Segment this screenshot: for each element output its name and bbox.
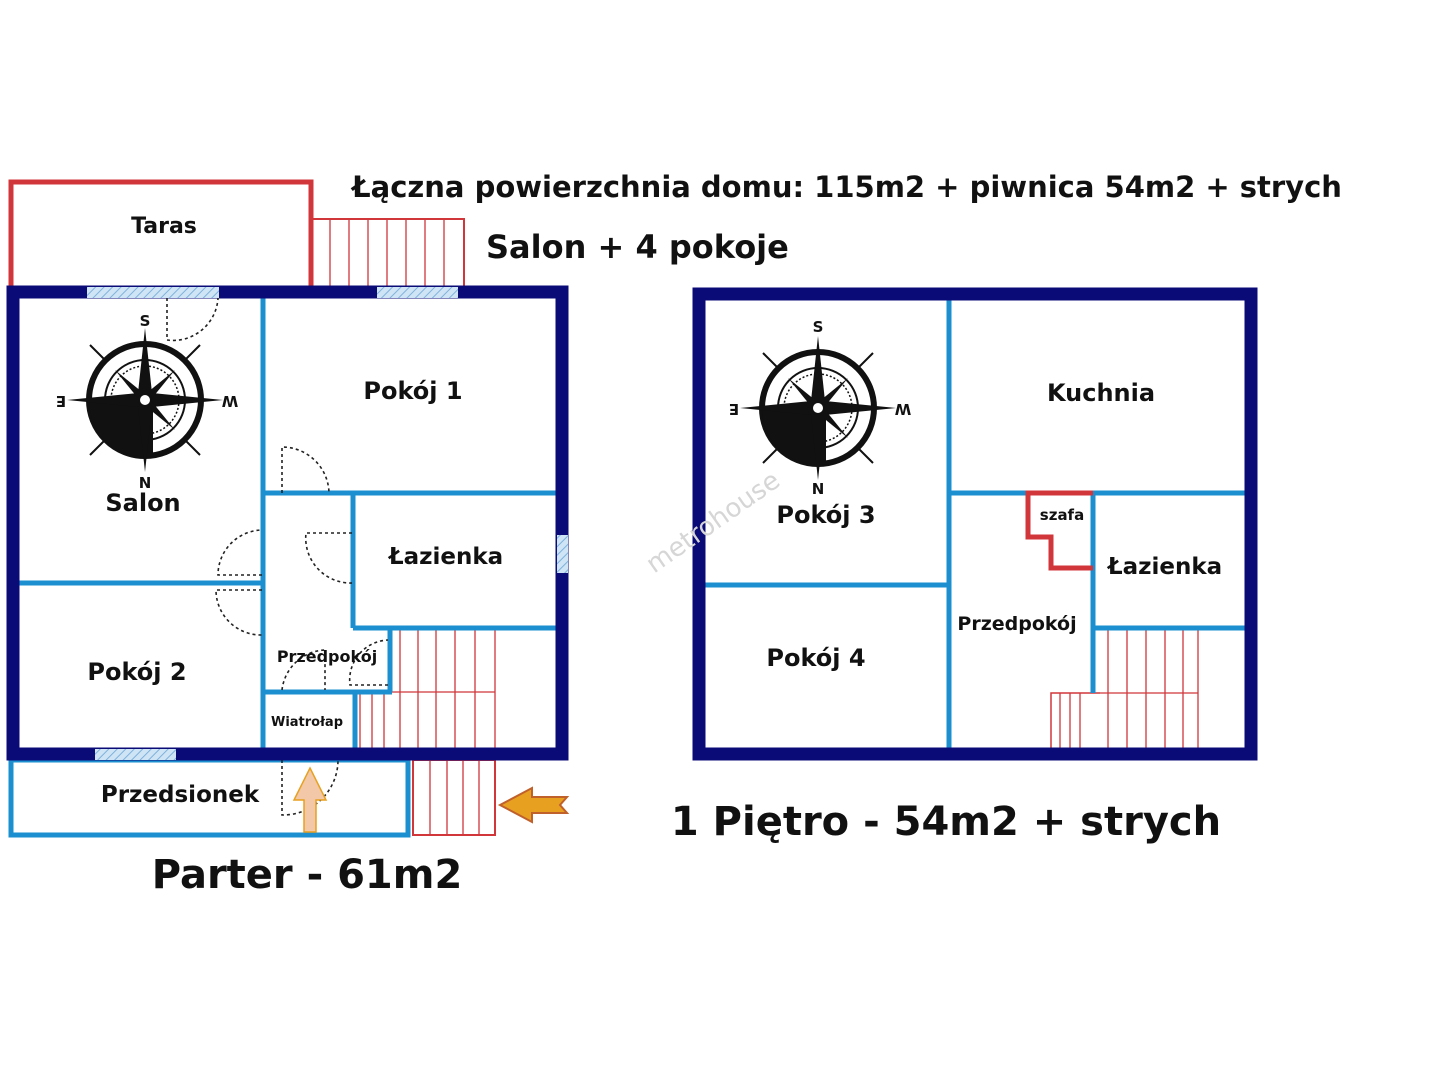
- compass-icon: [740, 336, 896, 480]
- room-label: Kuchnia: [1047, 379, 1155, 407]
- compass-s: S: [140, 312, 151, 330]
- entrance-arrow-icon: [292, 766, 328, 833]
- terrace-stairs: [310, 218, 465, 288]
- door: [281, 446, 330, 494]
- room-label: Pokój 3: [776, 501, 875, 529]
- ground-floor-title: Parter - 61m2: [152, 852, 463, 898]
- interior-stairs: [1050, 630, 1199, 748]
- door: [217, 529, 263, 576]
- compass-e: E: [56, 392, 66, 410]
- room-label: Przedpokój: [957, 613, 1076, 635]
- room-label: Przedsionek: [101, 782, 260, 808]
- entrance-arrow-icon: [497, 786, 570, 824]
- compass-s: S: [813, 318, 824, 336]
- door: [281, 759, 339, 816]
- door: [166, 297, 219, 342]
- room-label: Łazienka: [1106, 554, 1222, 580]
- room-label: Pokój 2: [87, 658, 186, 686]
- first-floor-title: 1 Piętro - 54m2 + strych: [671, 799, 1221, 845]
- compass-e: E: [729, 400, 739, 418]
- total-area-heading: Łączna powierzchnia domu: 115m2 + piwnic…: [350, 170, 1342, 204]
- window: [95, 749, 176, 760]
- room-label: Taras: [131, 214, 197, 239]
- ground-floor-outer-wall: [6, 285, 569, 761]
- door: [215, 589, 263, 636]
- watermark: metrohouse: [641, 466, 786, 580]
- wardrobe-outline: [1025, 490, 1093, 571]
- room-label: szafa: [1040, 506, 1084, 524]
- entrance-stairs: [412, 759, 496, 836]
- room-label: Salon: [105, 489, 180, 517]
- compass-w: W: [221, 392, 238, 410]
- room-label: Pokój 4: [766, 644, 865, 672]
- room-label: Łazienka: [387, 544, 503, 570]
- window: [87, 287, 219, 298]
- window: [557, 535, 568, 573]
- compass-icon: [67, 328, 223, 472]
- compass-n: N: [812, 480, 825, 498]
- rooms-summary-heading: Salon + 4 pokoje: [486, 228, 789, 266]
- window: [377, 287, 458, 298]
- compass-n: N: [139, 474, 152, 492]
- door: [304, 532, 353, 584]
- room-label: Wiatrołap: [271, 715, 343, 730]
- door: [281, 649, 326, 691]
- room-label: Pokój 1: [363, 377, 462, 405]
- ground-floor-plan: S N E W Taras Salon Pokój 1 Pokój 2 Łazi…: [6, 179, 570, 898]
- room-label: Przedpokój: [277, 647, 377, 666]
- first-floor-outer-wall: [692, 287, 1258, 761]
- door: [348, 639, 389, 686]
- interior-stairs: [359, 628, 496, 748]
- first-floor-plan: S N E W Kuchnia Pokój 3 Pokój 4 szafa Ła…: [671, 287, 1258, 845]
- compass-w: W: [894, 400, 911, 418]
